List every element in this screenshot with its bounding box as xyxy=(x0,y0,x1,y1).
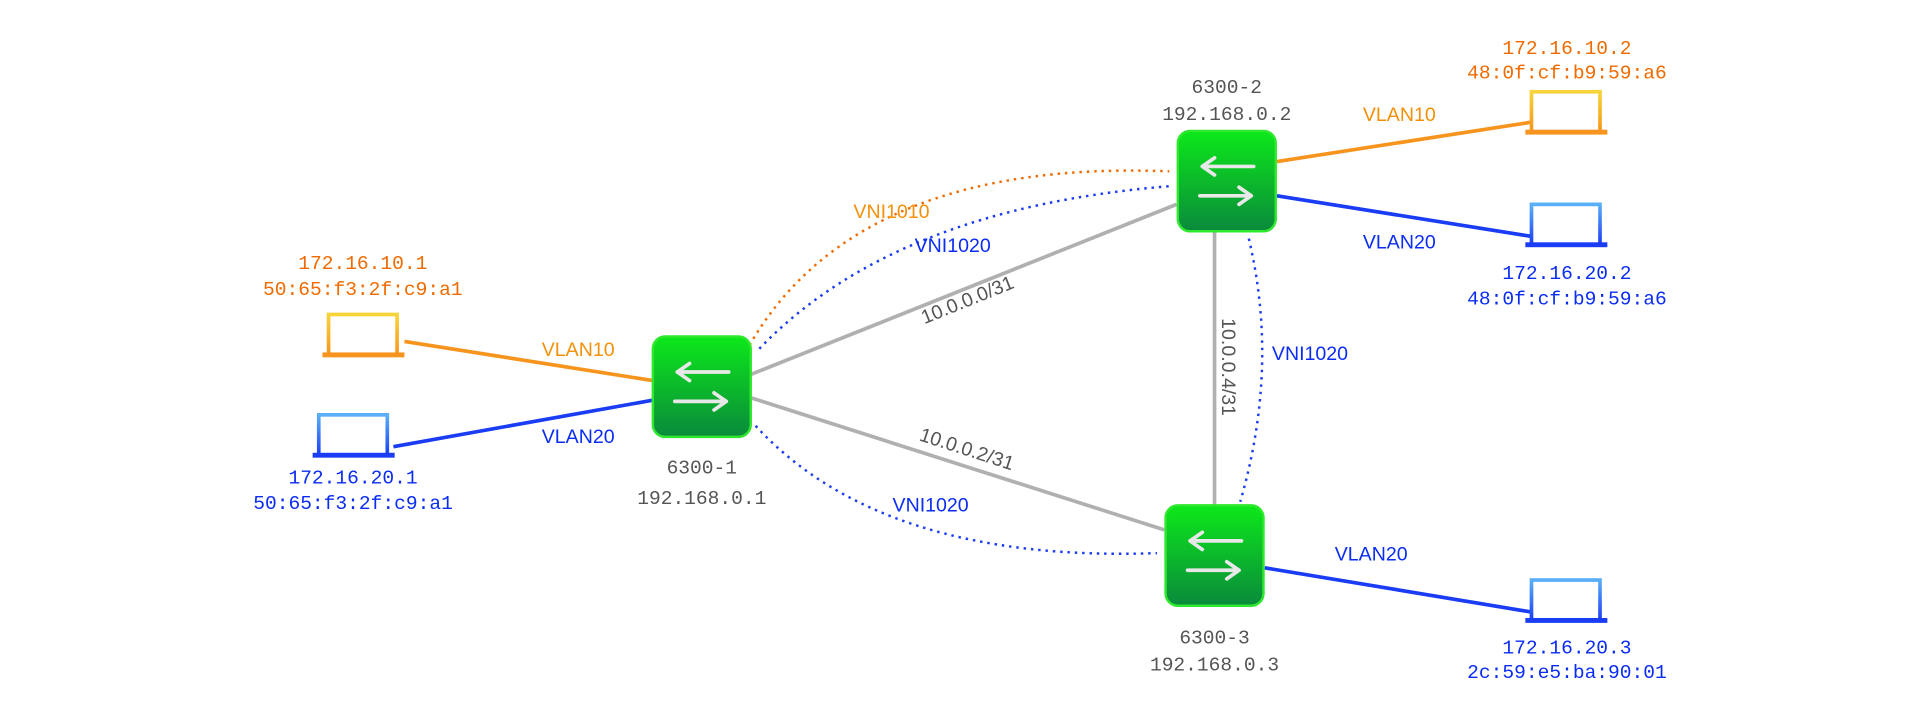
underlay-link-1-3 xyxy=(750,395,1165,532)
host-172-16-20-1[interactable]: 172.16.20.1 50:65:f3:2f:c9:a1 xyxy=(253,413,453,515)
access-link-h2 xyxy=(393,398,654,449)
switch-icon xyxy=(1163,503,1266,608)
laptop-icon xyxy=(320,312,407,360)
host-mac: 48:0f:cf:b9:59:a6 xyxy=(1467,289,1667,311)
vlan-label: VLAN10 xyxy=(542,339,615,361)
host-ip: 172.16.20.2 xyxy=(1502,263,1631,285)
host-ip: 172.16.10.2 xyxy=(1502,38,1631,60)
vlan-label: VLAN20 xyxy=(542,426,615,448)
laptop-icon xyxy=(1523,578,1610,625)
switch-name: 6300-3 xyxy=(1179,628,1249,650)
host-mac: 2c:59:e5:ba:90:01 xyxy=(1467,662,1667,684)
host-172-16-20-3[interactable]: 172.16.20.3 2c:59:e5:ba:90:01 xyxy=(1467,578,1667,684)
host-mac: 48:0f:cf:b9:59:a6 xyxy=(1467,62,1667,84)
host-mac: 50:65:f3:2f:c9:a1 xyxy=(253,493,453,515)
vlan-label: VLAN10 xyxy=(1363,104,1436,126)
switch-icon xyxy=(1175,129,1278,234)
switch-6300-3[interactable]: 6300-3 192.168.0.3 xyxy=(1150,503,1279,677)
switch-name: 6300-1 xyxy=(667,458,737,480)
vlan-label: VLAN20 xyxy=(1335,543,1408,565)
host-ip: 172.16.20.3 xyxy=(1502,637,1631,659)
underlay-link-1-2 xyxy=(750,202,1178,377)
tunnel-vni1010-1-2 xyxy=(748,169,1170,346)
host-ip: 172.16.20.1 xyxy=(288,467,417,489)
switch-ip: 192.168.0.3 xyxy=(1150,655,1279,677)
laptop-icon xyxy=(310,413,397,460)
host-172-16-10-1[interactable]: 172.16.10.1 50:65:f3:2f:c9:a1 xyxy=(263,253,463,360)
access-link-h5 xyxy=(1264,565,1531,614)
access-link-h3 xyxy=(1276,120,1531,164)
switch-ip: 192.168.0.1 xyxy=(637,488,766,510)
underlay-label: 10.0.0.4/31 xyxy=(1217,318,1239,416)
switch-icon xyxy=(651,334,753,439)
host-172-16-10-2[interactable]: 172.16.10.2 48:0f:cf:b9:59:a6 xyxy=(1467,38,1667,137)
switch-ip: 192.168.0.2 xyxy=(1162,104,1291,126)
access-link-h1 xyxy=(404,339,654,383)
tunnel-label: VNI1010 xyxy=(853,201,929,223)
tunnel-label: VNI1020 xyxy=(1272,343,1348,365)
switch-6300-1[interactable]: 6300-1 192.168.0.1 xyxy=(637,334,766,511)
tunnel-vni1020-1-2 xyxy=(758,184,1172,350)
tunnel-label: VNI1020 xyxy=(893,495,969,517)
host-ip: 172.16.10.1 xyxy=(298,253,427,275)
host-172-16-20-2[interactable]: 172.16.20.2 48:0f:cf:b9:59:a6 xyxy=(1467,202,1667,311)
vlan-label: VLAN20 xyxy=(1363,231,1436,253)
laptop-icon xyxy=(1523,202,1610,250)
host-mac: 50:65:f3:2f:c9:a1 xyxy=(263,279,463,301)
switch-name: 6300-2 xyxy=(1192,77,1262,99)
tunnel-vni1020-2-3 xyxy=(1239,238,1264,503)
laptop-icon xyxy=(1523,89,1610,137)
access-link-h4 xyxy=(1276,193,1531,238)
tunnel-label: VNI1020 xyxy=(915,235,991,257)
switch-6300-2[interactable]: 6300-2 192.168.0.2 xyxy=(1162,77,1291,234)
